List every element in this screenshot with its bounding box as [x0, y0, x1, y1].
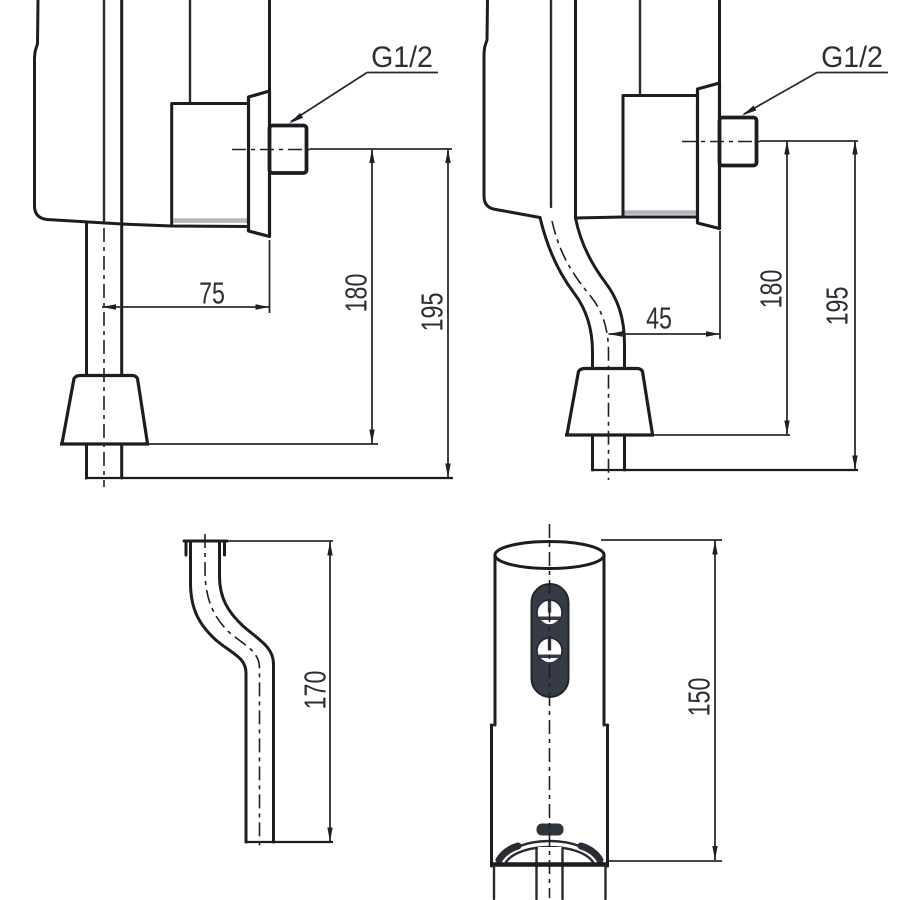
supply-pipe: [591, 433, 626, 472]
base-dome-left-pad: [495, 842, 522, 864]
inner-pipe-edges: [535, 847, 564, 900]
pipe-right-edge: [218, 539, 275, 844]
tube-top-rim: [493, 540, 606, 570]
thread-label: G1/2: [821, 42, 883, 75]
wall-flange: [695, 81, 722, 231]
dim-length-150: 150: [601, 539, 722, 862]
view-offset-pipe-detail: 170: [182, 534, 333, 850]
thread-label: G1/2: [371, 42, 433, 75]
dim-label-45: 45: [646, 300, 672, 335]
dim-offset-45: 45: [608, 231, 721, 339]
dim-label-150: 150: [681, 678, 716, 717]
offset-pipe-right-edge: [574, 216, 626, 371]
dim-height-195: 195: [414, 149, 451, 478]
dim-label-170: 170: [297, 671, 332, 710]
dim-width-75: 75: [102, 240, 271, 313]
view-front-cover-tube: 150: [489, 524, 722, 900]
drain-slot: [536, 823, 564, 836]
pipe-centerline: [204, 534, 261, 850]
offset-pipe-left-edge: [538, 216, 594, 371]
connector-block: [170, 102, 249, 228]
dim-label-195: 195: [414, 293, 449, 332]
dim-label-195: 195: [819, 287, 854, 326]
connector-block: [621, 94, 699, 219]
dim-label-180: 180: [753, 270, 788, 309]
leader-arrow-icon: [289, 113, 304, 124]
dim-length-170: 170: [297, 541, 333, 842]
view-side-offset-pipe: 45 180 195 G1/2: [482, 0, 888, 480]
pipe-centerline: [551, 220, 610, 480]
valve-body-outline: [482, 0, 542, 219]
view-side-straight-pipe: 75 180 195 G1/2: [33, 0, 453, 487]
body-bottom-edge: [574, 215, 699, 220]
dim-height-180: 180: [149, 148, 452, 445]
below-plate-edges: [492, 864, 607, 900]
pipe-left-edge: [189, 539, 248, 844]
cover-lower-sides: [490, 723, 609, 868]
valve-body-outline: [33, 0, 250, 228]
leader-arrow-icon: [742, 105, 757, 116]
cover-tube-sides: [493, 553, 606, 727]
dim-label-180: 180: [338, 274, 373, 313]
dim-height-180: 180: [654, 140, 858, 436]
dim-label-75: 75: [199, 275, 225, 310]
base-dome-right-pad: [577, 842, 604, 864]
wall-flange: [246, 89, 272, 239]
escutcheon-cone: [565, 366, 655, 435]
thread-callout-g12: G1/2: [742, 42, 888, 116]
thread-callout-g12: G1/2: [289, 42, 438, 124]
dim-height-195: 195: [819, 140, 858, 470]
